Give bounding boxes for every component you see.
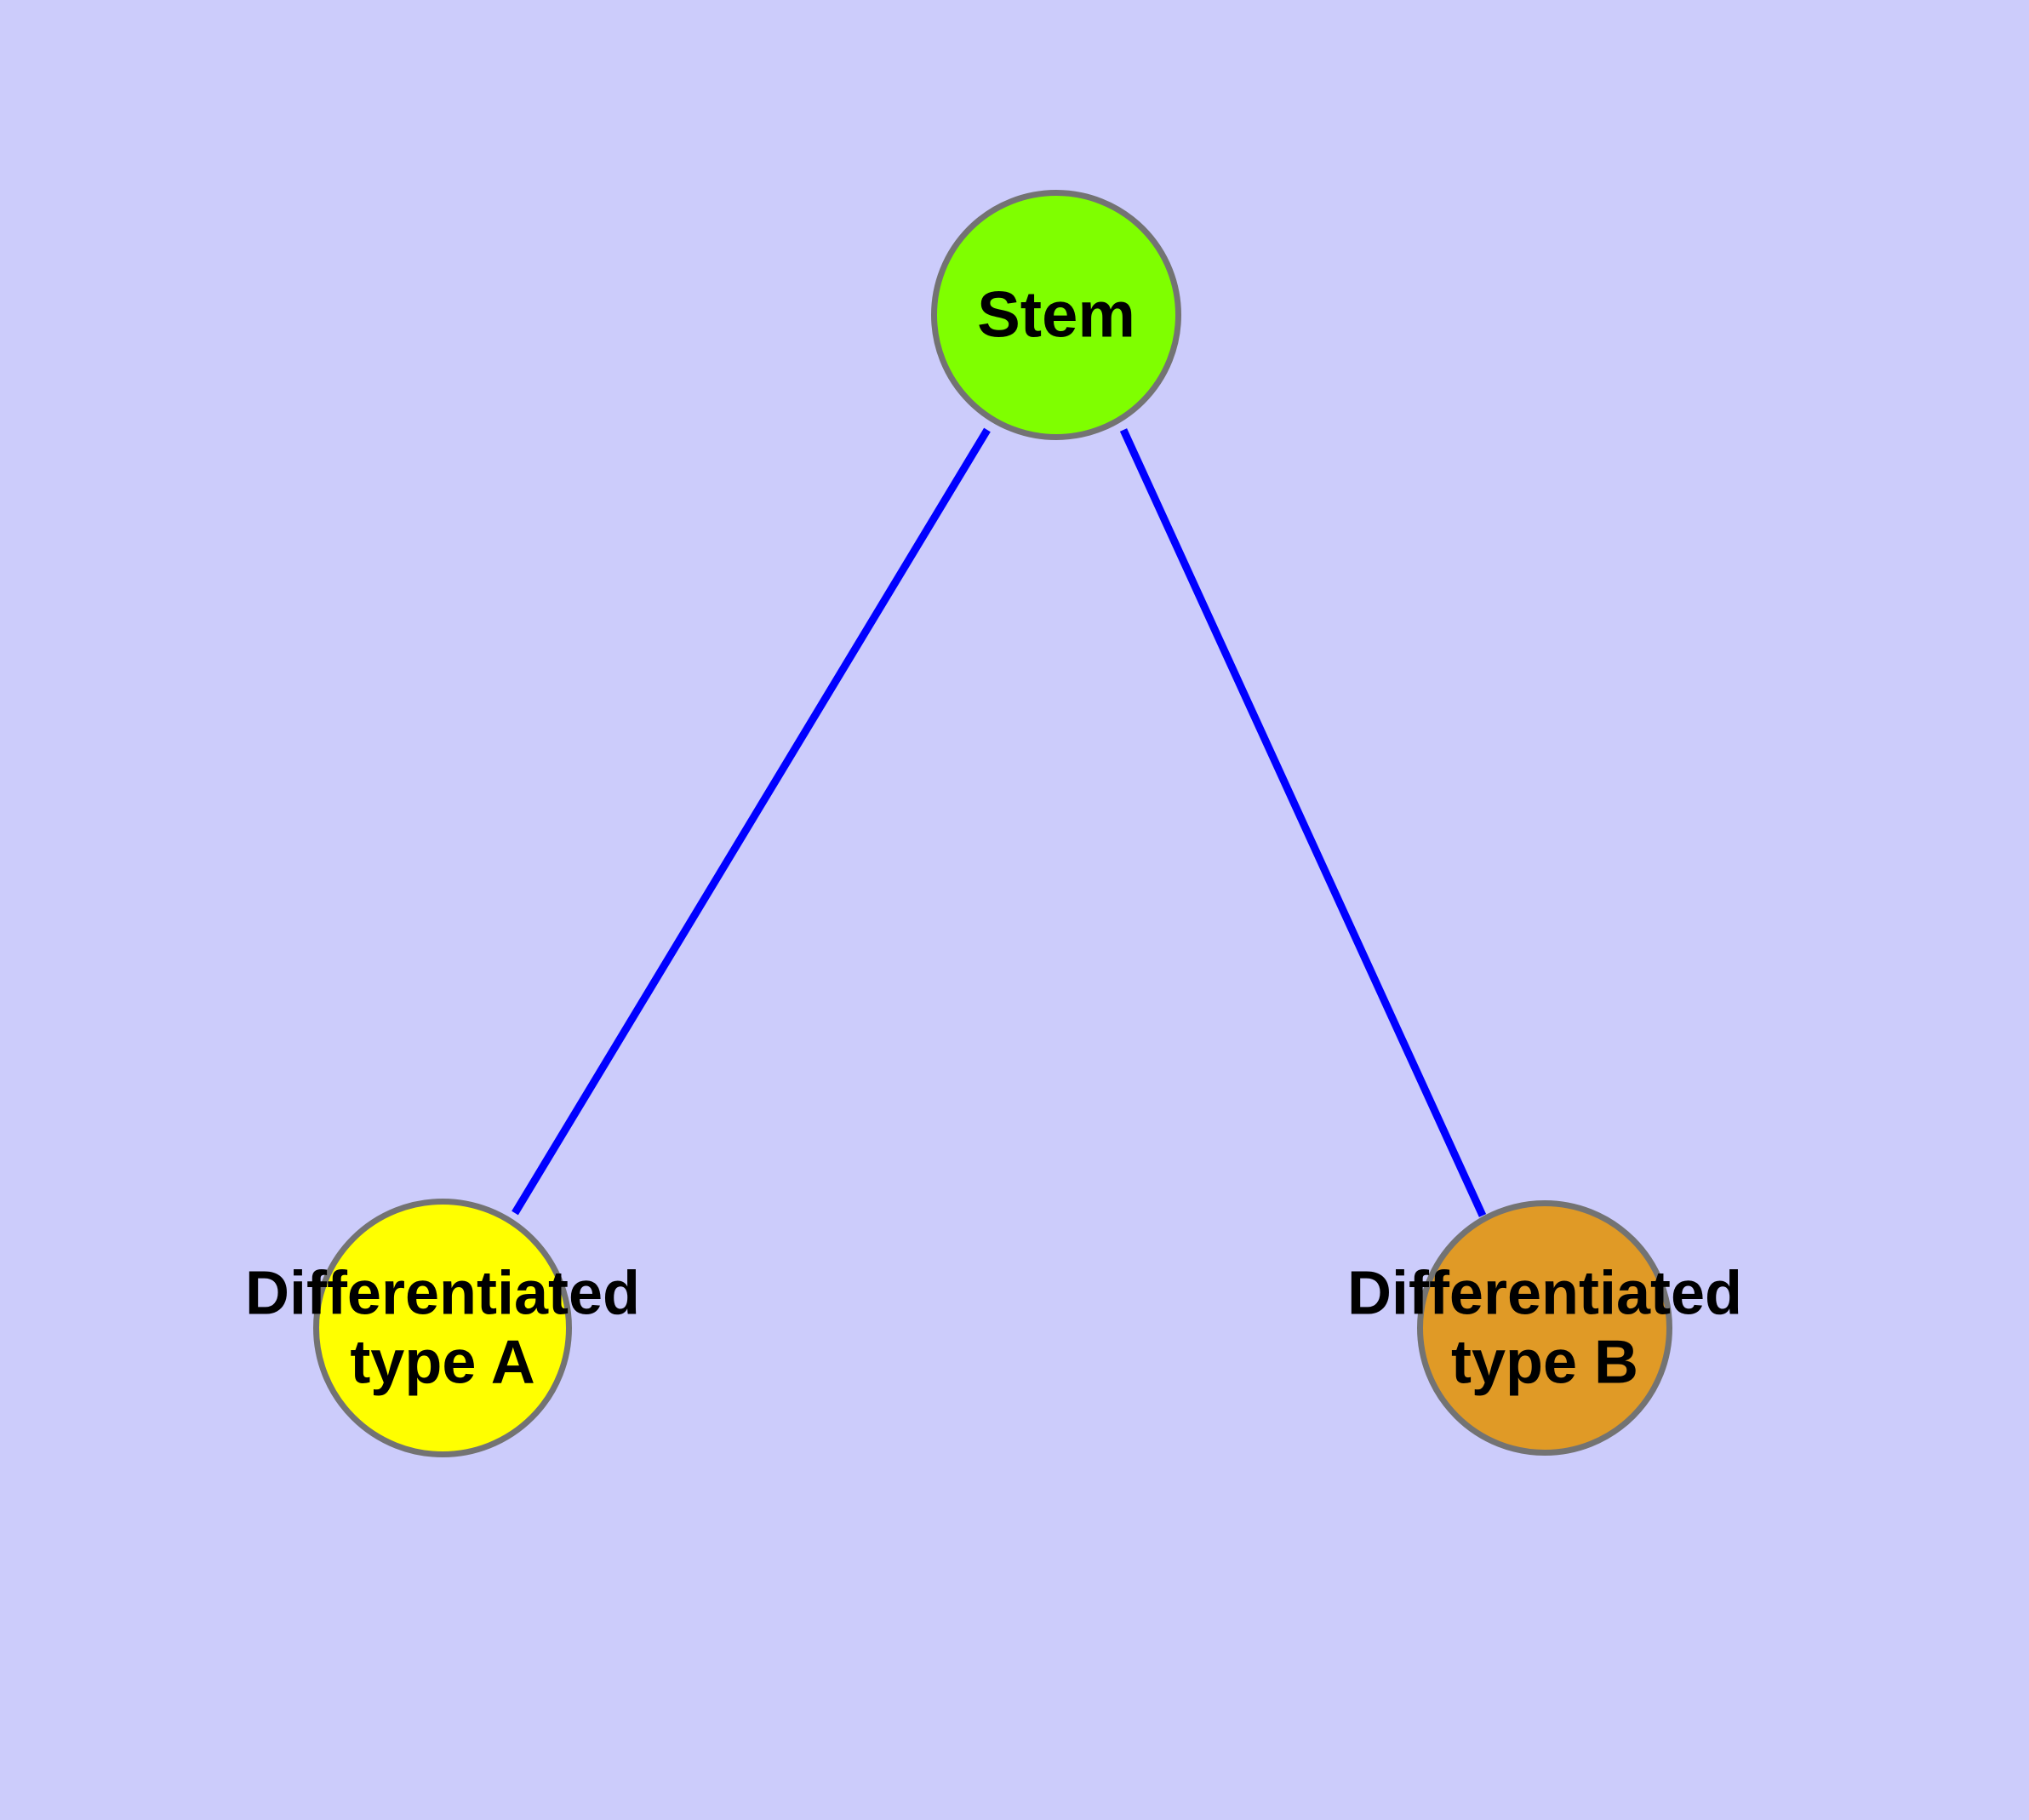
node-differentiated-type-b[interactable]: Differentiated type B [1347,1200,1742,1456]
edge-stem-to-diff-b[interactable] [1119,428,1487,1217]
node-stem[interactable]: Stem [931,190,1181,440]
node-stem-label: Stem [977,278,1135,352]
edge-stem-to-diff-a[interactable] [512,427,991,1216]
node-differentiated-type-a[interactable]: Differentiated type A [245,1199,640,1457]
